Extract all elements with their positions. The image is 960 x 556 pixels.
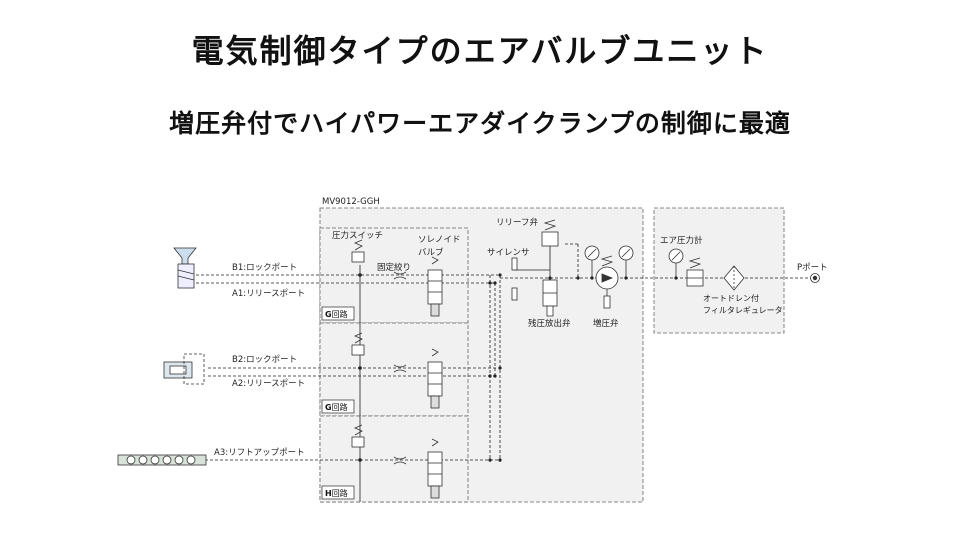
b2-label: B2:ロックポート	[232, 355, 297, 365]
air-gauge-label: エア圧力計	[660, 235, 703, 246]
silencer-2	[511, 287, 518, 301]
circuit-tag-1-suffix: 回路	[332, 309, 348, 319]
lift-up-clamp-a3	[117, 454, 207, 466]
port-lines	[196, 243, 812, 462]
circuit-tag-3: H回路	[321, 485, 355, 500]
svg-text:H回路: H回路	[325, 488, 348, 498]
solenoid-valve-1	[427, 256, 443, 317]
residual-release-label: 残圧放出弁	[528, 318, 571, 329]
a2-label: A2:リリースポート	[232, 379, 305, 389]
pressure-gauge-left	[584, 245, 600, 278]
circuit-tag-3-suffix: 回路	[332, 488, 348, 498]
a1-label: A1:リリースポート	[232, 289, 305, 299]
pressure-gauge-right	[618, 245, 634, 278]
circuit-tag-2: G回路	[321, 399, 355, 414]
svg-text:G回路: G回路	[325, 309, 348, 319]
solenoid-label-2: バルブ	[418, 247, 444, 258]
filter-label-1: オートドレン付	[703, 293, 759, 303]
circuit-tag-2-letter: G	[325, 403, 332, 412]
fixed-throttle-2	[393, 364, 407, 373]
lock-clamp-b2	[163, 353, 205, 385]
circuit-box-1	[319, 227, 469, 324]
pressure-switch-1	[351, 239, 365, 263]
solenoid-label-1: ソレノイド	[418, 235, 461, 245]
air-pressure-gauge	[668, 248, 684, 278]
circuit-tag-1-letter: G	[325, 310, 332, 319]
booster-label: 増圧弁	[593, 318, 619, 329]
page-subtitle: 増圧弁付でハイパワーエアダイクランプの制御に最適	[169, 109, 791, 138]
relief-valve-label: リリーフ弁	[496, 217, 538, 228]
circuit-tag-2-suffix: 回路	[332, 402, 348, 412]
pressure-switch-3	[351, 424, 365, 448]
lock-clamp-b1	[173, 247, 197, 289]
filter-regulator	[686, 257, 745, 291]
pressure-switch-2	[351, 332, 365, 356]
a3-label: A3:リフトアップポート	[214, 448, 305, 458]
svg-text:G回路: G回路	[325, 402, 348, 412]
silencer-1	[511, 257, 518, 271]
solenoid-valve-2	[427, 348, 443, 409]
p-port-symbol	[810, 273, 820, 283]
residual-release-valve	[542, 279, 558, 317]
circuit-tag-1: G回路	[321, 306, 355, 321]
silencer-label: サイレンサ	[487, 248, 530, 258]
filter-label-2: フィルタレギュレータ	[703, 306, 783, 315]
model-label: MV9012-GGH	[322, 197, 380, 207]
page-title: 電気制御タイプのエアバルブユニット	[191, 32, 769, 70]
pressure-switch-label: 圧力スイッチ	[332, 230, 383, 241]
fixed-throttle-3	[393, 456, 407, 465]
b1-label: B1:ロックポート	[232, 263, 297, 273]
junction-dots	[358, 273, 678, 462]
solenoid-valve-3	[427, 438, 443, 499]
booster-valve	[595, 255, 619, 309]
fixed-throttle-label: 固定絞り	[377, 262, 411, 273]
circuit-tag-3-letter: H	[325, 489, 332, 498]
p-port-label: Pポート	[797, 263, 828, 273]
fixed-throttle-1	[393, 271, 407, 280]
relief-valve	[541, 219, 559, 247]
